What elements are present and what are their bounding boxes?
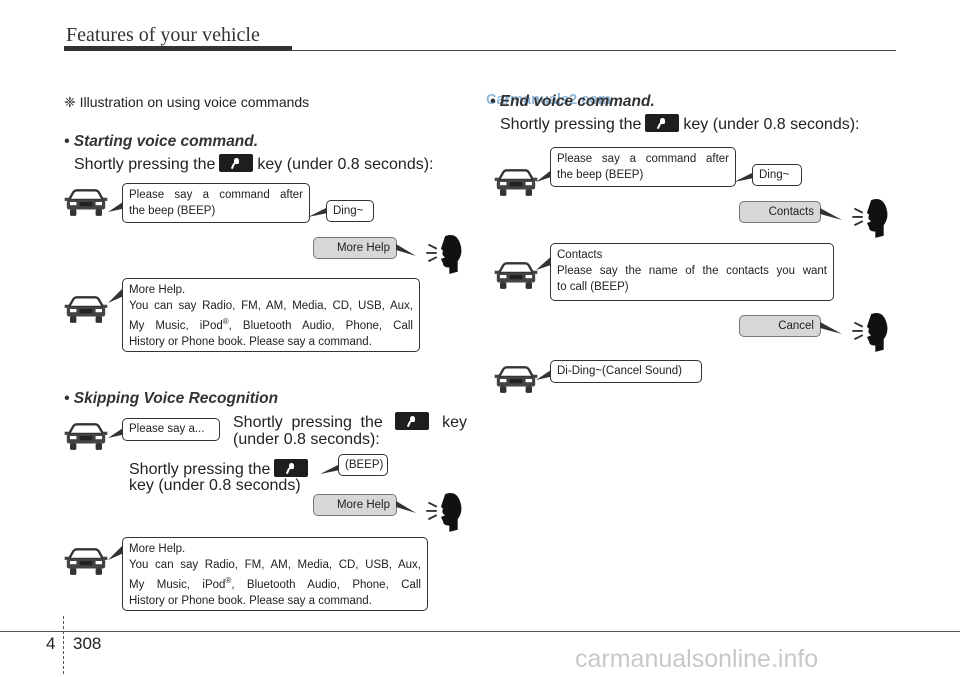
bubble-tail bbox=[820, 322, 842, 334]
bubble-text: , Bluetooth Audio, Phone, Call bbox=[231, 578, 421, 591]
bubble-tail bbox=[820, 208, 842, 220]
voice-talk-button-icon bbox=[219, 154, 254, 172]
section-title-starting: • Starting voice command. bbox=[64, 133, 259, 150]
instruction-starting: Shortly pressing the key (under 0.8 secon… bbox=[74, 154, 434, 175]
bubble-line: History or Phone book. Please say a comm… bbox=[129, 335, 372, 348]
illustration-note: ❈ Illustration on using voice commands bbox=[64, 94, 310, 110]
registered-mark: ® bbox=[225, 576, 232, 585]
user-speaking-icon bbox=[420, 232, 464, 278]
bubble-text: My Music, iPod bbox=[129, 578, 226, 591]
registered-mark: ® bbox=[222, 317, 229, 326]
car-icon bbox=[64, 293, 108, 325]
instruction-skipping-b-line2: key (under 0.8 seconds) bbox=[129, 477, 301, 494]
system-contacts-bubble: Contacts Please say the name of the cont… bbox=[550, 243, 834, 301]
ding-sound-bubble: Ding~ bbox=[752, 164, 802, 186]
instruction-text: Shortly pressing the bbox=[129, 461, 271, 478]
header-rule bbox=[292, 50, 896, 51]
car-icon bbox=[64, 420, 108, 452]
bubble-tail bbox=[536, 168, 554, 182]
footer-divider bbox=[63, 616, 64, 674]
instruction-text: key (under 0.8 seconds): bbox=[683, 116, 860, 133]
section-title-skipping: • Skipping Voice Recognition bbox=[64, 390, 279, 407]
car-icon bbox=[494, 363, 538, 395]
instruction-skipping-a-line2: (under 0.8 seconds): bbox=[233, 431, 380, 448]
user-says-more-help: More Help bbox=[313, 237, 397, 259]
bubble-line: Please say the name of the contacts you … bbox=[557, 265, 827, 277]
system-help-bubble: More Help. You can say Radio, FM, AM, Me… bbox=[122, 537, 428, 611]
instruction-skipping-a: Shortly pressing the key bbox=[233, 412, 467, 433]
header-bar bbox=[64, 46, 292, 51]
ding-sound-bubble: Ding~ bbox=[326, 200, 374, 222]
car-icon bbox=[494, 259, 538, 291]
bubble-tail bbox=[734, 172, 754, 182]
section-title-ending: • End voice command. bbox=[490, 93, 655, 110]
system-prompt-bubble: Please say a command after the beep (BEE… bbox=[550, 147, 736, 187]
beep-sound-bubble: (BEEP) bbox=[338, 454, 388, 476]
bubble-tail bbox=[536, 254, 554, 270]
page-number: 308 bbox=[73, 634, 102, 653]
bubble-line: More Help. bbox=[129, 284, 186, 296]
bubble-line: You can say Radio, FM, AM, Media, CD, US… bbox=[129, 559, 421, 571]
instruction-skipping-b: Shortly pressing the bbox=[129, 459, 312, 480]
bubble-tail bbox=[108, 542, 126, 560]
bubble-tail bbox=[308, 207, 328, 217]
bubble-line: History or Phone book. Please say a comm… bbox=[129, 594, 372, 607]
bubble-line: Please say a command after bbox=[557, 153, 729, 165]
bubble-tail bbox=[108, 285, 126, 303]
system-help-bubble: More Help. You can say Radio, FM, AM, Me… bbox=[122, 278, 420, 352]
system-prompt-short-bubble: Please say a... bbox=[122, 418, 220, 441]
footer-rule bbox=[0, 631, 960, 632]
instruction-ending: Shortly pressing the key (under 0.8 secon… bbox=[500, 114, 860, 135]
bubble-tail bbox=[396, 244, 416, 256]
chapter-number: 4 bbox=[46, 634, 56, 653]
bubble-line: to call (BEEP) bbox=[557, 281, 629, 293]
bubble-line: Contacts bbox=[557, 249, 603, 261]
bubble-line: My Music, iPod®, Bluetooth Audio, Phone,… bbox=[129, 314, 413, 334]
bubble-line: Please say a command after bbox=[129, 189, 303, 201]
watermark: Carmanuals2.com bbox=[486, 92, 611, 108]
system-prompt-bubble: Please say a command after the beep (BEE… bbox=[122, 183, 310, 223]
user-speaking-icon bbox=[846, 310, 890, 356]
bubble-line: the beep (BEEP) bbox=[129, 205, 216, 217]
site-watermark: carmanualsonline.info bbox=[575, 645, 819, 673]
bubble-line: the beep (BEEP) bbox=[557, 169, 644, 181]
bubble-tail bbox=[536, 368, 554, 380]
user-says-more-help: More Help bbox=[313, 494, 397, 516]
bubble-text: , Bluetooth Audio, Phone, Call bbox=[228, 319, 413, 332]
bubble-tail bbox=[396, 501, 416, 513]
user-speaking-icon bbox=[420, 490, 464, 536]
voice-talk-button-icon bbox=[274, 459, 309, 477]
voice-talk-button-icon bbox=[645, 114, 680, 132]
bubble-line: My Music, iPod®, Bluetooth Audio, Phone,… bbox=[129, 573, 421, 593]
user-says-contacts: Contacts bbox=[739, 201, 821, 223]
instruction-text: key (under 0.8 seconds): bbox=[257, 156, 434, 173]
cancel-sound-bubble: Di-Ding~(Cancel Sound) bbox=[550, 360, 702, 383]
bubble-line: You can say Radio, FM, AM, Media, CD, US… bbox=[129, 300, 413, 312]
bubble-text: My Music, iPod bbox=[129, 319, 223, 332]
bubble-tail bbox=[108, 200, 126, 212]
car-icon bbox=[64, 545, 108, 577]
car-icon bbox=[64, 186, 108, 218]
page-header-title: Features of your vehicle bbox=[66, 24, 260, 46]
instruction-text: key bbox=[442, 414, 467, 431]
voice-talk-button-icon bbox=[395, 412, 430, 430]
bubble-tail bbox=[320, 464, 340, 474]
instruction-text: Shortly pressing the bbox=[74, 156, 216, 173]
instruction-text: Shortly pressing the bbox=[500, 116, 642, 133]
user-speaking-icon bbox=[846, 196, 890, 242]
bubble-tail bbox=[108, 426, 126, 438]
bubble-line: More Help. bbox=[129, 543, 186, 555]
user-says-cancel: Cancel bbox=[739, 315, 821, 337]
car-icon bbox=[494, 166, 538, 198]
instruction-text: Shortly pressing the bbox=[233, 414, 383, 431]
